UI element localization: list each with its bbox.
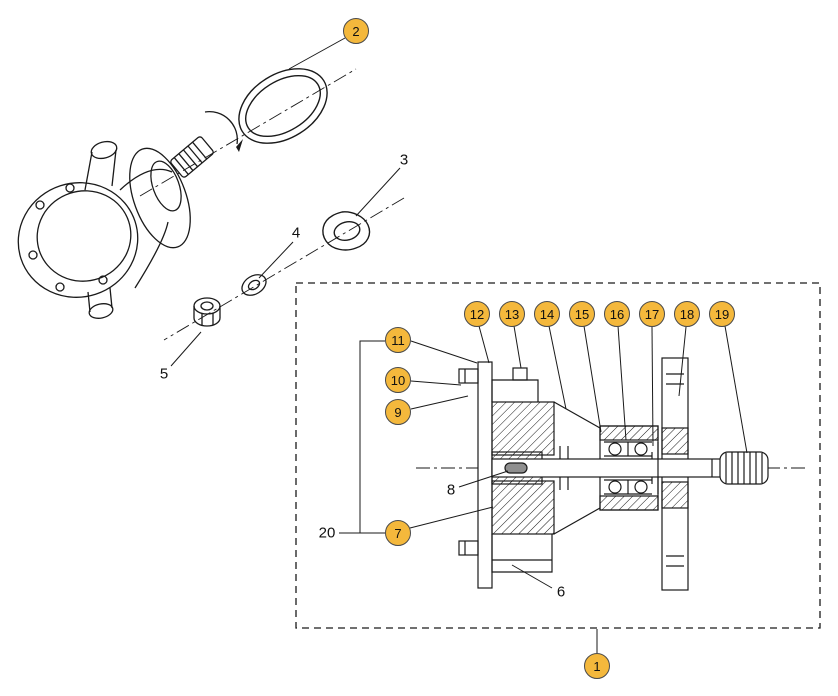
- callout-19: 19: [709, 301, 735, 327]
- callout-18: 18: [674, 301, 700, 327]
- callout-2: 2: [343, 18, 369, 44]
- callout-17: 17: [639, 301, 665, 327]
- callout-16: 16: [604, 301, 630, 327]
- splined-shaft: [170, 136, 214, 178]
- callout-12: 12: [464, 301, 490, 327]
- cam-part: [322, 211, 371, 251]
- pump-illustration: [17, 111, 243, 319]
- label-4: 4: [291, 224, 301, 242]
- callout-14: 14: [534, 301, 560, 327]
- nut-part: [193, 297, 221, 327]
- callout-7: 7: [385, 520, 411, 546]
- callout-9: 9: [385, 399, 411, 425]
- rotation-arrowhead: [236, 139, 243, 152]
- callout-1: 1: [584, 653, 610, 679]
- assembly-boundary-dashed: [295, 282, 821, 629]
- label-20: 20: [318, 524, 336, 542]
- washer-part: [241, 274, 267, 296]
- centerlines: [139, 68, 806, 469]
- rotation-arrow: [204, 111, 238, 145]
- callout-13: 13: [499, 301, 525, 327]
- label-3: 3: [399, 151, 409, 169]
- callout-11: 11: [385, 327, 411, 353]
- label-8: 8: [446, 481, 456, 499]
- leader-lines: [170, 37, 748, 653]
- cross-section: [458, 357, 769, 591]
- label-6: 6: [556, 583, 566, 601]
- callout-15: 15: [569, 301, 595, 327]
- label-5: 5: [159, 365, 169, 383]
- o-ring-part: [238, 68, 328, 144]
- callout-10: 10: [385, 367, 411, 393]
